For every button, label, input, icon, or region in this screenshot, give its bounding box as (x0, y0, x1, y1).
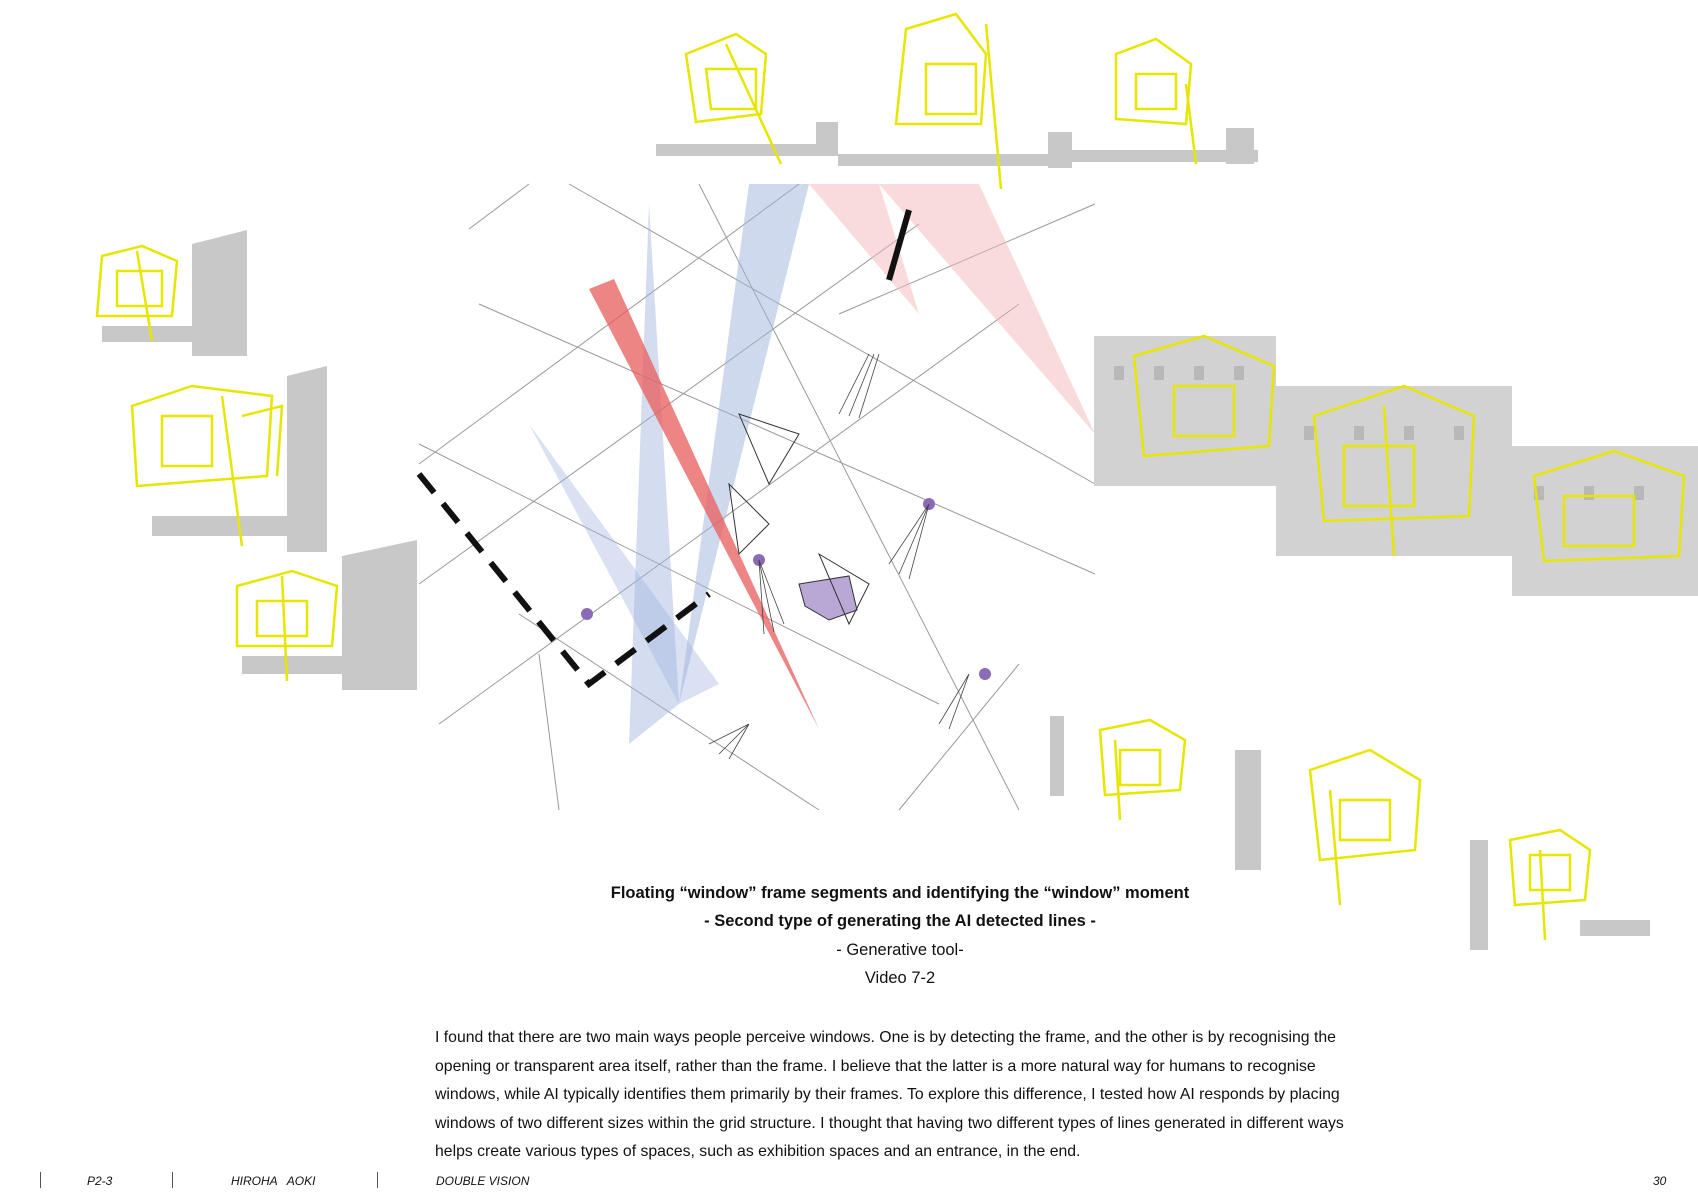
red-view-cone (879, 184, 1095, 434)
bottom-right-renders (1050, 716, 1650, 950)
body-paragraph: I found that there are two main ways peo… (435, 1029, 1344, 1160)
page-number: 30 (1653, 1174, 1667, 1188)
caption-subtitle: - Second type of generating the AI detec… (704, 912, 1096, 930)
caption-tool: - Generative tool- (836, 941, 964, 959)
dashed-boundary (416, 472, 711, 689)
footer-divider (40, 1172, 41, 1188)
footer-author: HIROHA AOKI (231, 1174, 316, 1188)
blue-view-cone (529, 424, 719, 704)
right-building-renders (1094, 334, 1698, 596)
footer-divider (172, 1172, 173, 1188)
footer-project: DOUBLE VISION (436, 1174, 530, 1188)
footer-section: P2-3 (87, 1174, 113, 1188)
red-view-cone (809, 184, 919, 314)
blue-view-cone (629, 204, 679, 744)
body-text: I found that there are two main ways peo… (435, 1024, 1375, 1167)
footer-divider (377, 1172, 378, 1188)
caption-title: Floating “window” frame segments and ide… (610, 884, 1190, 902)
top-window-frame-renders (656, 12, 1258, 190)
window-detection-diagram (416, 183, 1096, 811)
blue-view-cone (679, 184, 809, 704)
red-view-cone (589, 279, 819, 729)
left-window-frame-renders (95, 230, 417, 690)
caption-video-label: Video 7-2 (864, 969, 936, 987)
